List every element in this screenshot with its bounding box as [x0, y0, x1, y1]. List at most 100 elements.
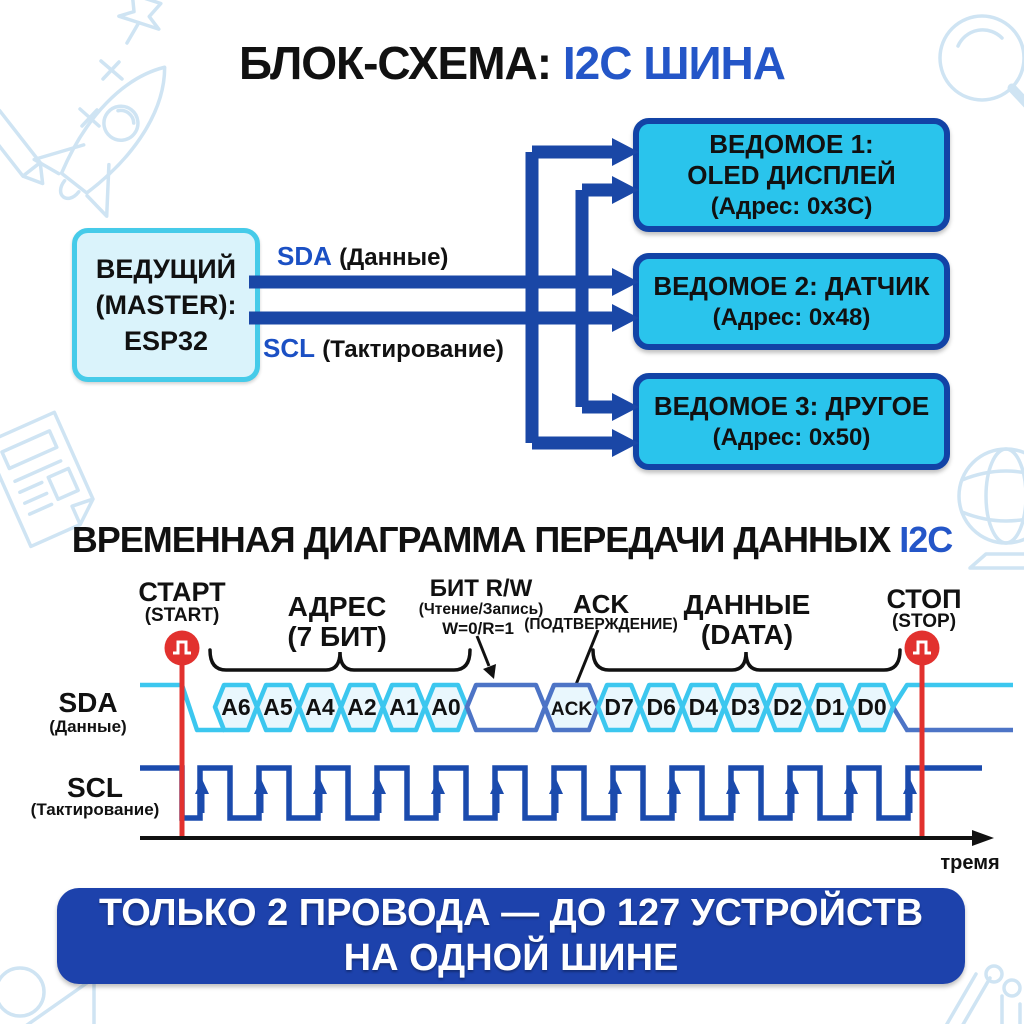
timing-title-black: ВРЕМЕННАЯ ДИАГРАММА ПЕРЕДАЧИ ДАННЫХ [71, 519, 892, 560]
data-brace [591, 648, 902, 672]
slave2-title: ВЕДОМОЕ 2: ДАТЧИК [653, 270, 930, 301]
scl-signal-sublabel: (Тактирование) [30, 800, 160, 819]
bus-wiring [249, 145, 616, 450]
scl-bus-label: SCL (Тактирование) [263, 333, 504, 364]
banner-line2: НА ОДНОЙ ШИНЕ [343, 937, 679, 979]
slave3-address: (Адрес: 0x50) [712, 423, 871, 451]
slave3-title: ВЕДОМОЕ 3: ДРУГОЕ [653, 390, 930, 421]
sda-bit-label: D3 [731, 694, 760, 720]
scl-clock-arrowhead [431, 779, 445, 794]
banner-line1: ТОЛЬКО 2 ПРОВОДА — ДО 127 УСТРОЙСТВ [98, 892, 924, 934]
rw-bit-sublabel1: (Чтение/Запись) [418, 601, 544, 618]
address-label: АДРЕС [287, 591, 387, 622]
sparkle-doodle [78, 59, 124, 128]
stop-pulse-icon [913, 640, 931, 655]
ack-label: ACK [572, 589, 630, 619]
tools-doodle [944, 964, 1022, 1024]
sda-bit-cell [848, 682, 896, 733]
bus-arrowheads [612, 138, 639, 457]
scl-clock-arrowhead [372, 779, 386, 794]
scl-clock-arrowhead [490, 779, 504, 794]
time-axis-label: тремя [940, 852, 1000, 874]
stop-sublabel: (STOP) [891, 611, 957, 632]
data-label: ДАННЫЕ [683, 589, 811, 620]
sda-bit-label: D1 [815, 694, 845, 720]
master-line3: ESP32 [123, 326, 209, 356]
master-line2: (MASTER): [95, 290, 237, 320]
ack-sublabel: (ПОДТВЕРЖДЕНИЕ) [524, 616, 678, 633]
globe-doodle [957, 447, 1024, 570]
address-sublabel: (7 БИТ) [287, 621, 387, 652]
scl-clock-arrowhead [726, 779, 740, 794]
sda-bit-label: A5 [263, 694, 293, 720]
scl-clock-arrowhead [903, 779, 917, 794]
sda-bus-desc: (Данные) [339, 244, 449, 271]
scl-clock-line [140, 765, 982, 821]
stop-marker [904, 630, 940, 836]
scl-bus-name: SCL [263, 333, 315, 363]
slave1-title: ВЕДОМОЕ 1: [709, 128, 874, 159]
scl-bus-desc: (Тактирование) [322, 336, 504, 363]
sda-bus-label: SDA (Данные) [277, 241, 448, 272]
scl-signal-label: SCL [67, 772, 123, 803]
rw-pointer-arrow [475, 635, 496, 679]
data-sublabel: (DATA) [700, 619, 794, 650]
page-title-black: БЛОК-СХЕМА: [239, 37, 552, 89]
scl-clock-arrowhead [608, 779, 622, 794]
time-axis [140, 830, 994, 846]
start-pulse-icon [173, 640, 191, 655]
start-sublabel: (START) [144, 605, 220, 626]
sda-bit-label: A6 [221, 694, 250, 720]
slave-box-1: ВЕДОМОЕ 1: OLED ДИСПЛЕЙ (Адрес: 0x3C) [633, 118, 950, 232]
page-title-blue: I2C ШИНА [562, 37, 786, 89]
geometry-doodle [0, 966, 96, 1024]
sda-bit-label: A1 [389, 694, 419, 720]
scl-clock-arrowhead [313, 779, 327, 794]
scl-clock-arrowhead [549, 779, 563, 794]
sda-bit-label: ACK [551, 699, 592, 720]
sda-bit-label: D2 [773, 694, 802, 720]
rw-bit-label: БИТ R/W [429, 575, 533, 602]
address-brace [208, 648, 472, 672]
bottom-banner: ТОЛЬКО 2 ПРОВОДА — ДО 127 УСТРОЙСТВ НА О… [57, 888, 965, 984]
slave-box-2: ВЕДОМОЕ 2: ДАТЧИК (Адрес: 0x48) [633, 253, 950, 350]
slave1-address: (Адрес: 0x3C) [710, 192, 873, 220]
master-device-box: ВЕДУЩИЙ (MASTER): ESP32 [72, 228, 260, 382]
page-title: БЛОК-СХЕМА: I2C ШИНА [239, 36, 786, 90]
sda-bit-label: D4 [689, 694, 719, 720]
pushpin-doodle [117, 0, 163, 45]
scl-clock-arrowhead [785, 779, 799, 794]
sda-bit-label: A4 [305, 694, 335, 720]
timing-section-title: ВРЕМЕННАЯ ДИАГРАММА ПЕРЕДАЧИ ДАННЫХ I2C [71, 519, 954, 561]
magnifier-doodle [938, 14, 1024, 108]
master-line1: ВЕДУЩИЙ [95, 254, 237, 284]
slave2-address: (Адрес: 0x48) [712, 303, 871, 331]
scl-clock-edge-arrows [195, 779, 917, 813]
rw-bit-sublabel2: W=0/R=1 [442, 619, 514, 638]
sda-bus-name: SDA [277, 241, 332, 271]
newspaper-doodle [0, 410, 95, 549]
sda-bit-label: D0 [857, 694, 886, 720]
sda-signal-label: SDA [58, 687, 118, 718]
sda-tail-low-line [891, 705, 1013, 733]
sda-bit-cell [464, 682, 548, 733]
scl-clock-arrowhead [667, 779, 681, 794]
start-marker [164, 630, 200, 836]
scl-clock-arrowhead [195, 779, 209, 794]
scl-clock-arrowhead [844, 779, 858, 794]
scl-clock-arrowhead [254, 779, 268, 794]
sda-lead-lines [140, 682, 1013, 733]
sda-bit-label: A2 [347, 694, 376, 720]
sda-bit-label: D7 [604, 694, 633, 720]
start-label: СТАРТ [138, 577, 226, 607]
sda-bit-label: D6 [647, 694, 676, 720]
stop-label: СТОП [886, 584, 962, 614]
slave1-subtitle: OLED ДИСПЛЕЙ [687, 159, 896, 190]
sda-signal-sublabel: (Данные) [49, 717, 127, 736]
slave-box-3: ВЕДОМОЕ 3: ДРУГОЕ (Адрес: 0x50) [633, 373, 950, 470]
pencil-doodle [0, 108, 45, 186]
